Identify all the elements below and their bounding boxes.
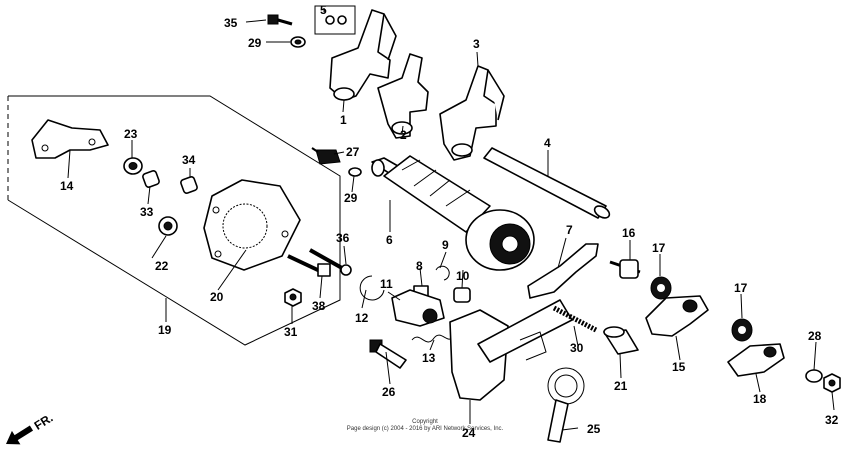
callout-16: 16 <box>622 226 636 240</box>
leader-lines <box>67 8 835 431</box>
washer-29 <box>348 167 362 177</box>
callout-25: 25 <box>587 422 601 436</box>
washer-28 <box>805 369 823 383</box>
front-arrow-icon <box>6 425 34 445</box>
bolt-36 <box>309 248 352 276</box>
spindle-24 <box>449 299 573 401</box>
front-arrow-label: FR. <box>32 411 56 433</box>
plate-20 <box>203 179 301 271</box>
callout-31: 30 <box>570 341 584 355</box>
collar-21 <box>603 326 639 355</box>
nut-33 <box>823 373 841 393</box>
arm-18 <box>727 343 785 377</box>
callout-33: 32 <box>825 413 839 427</box>
copyright-line1: Copyright <box>412 419 438 425</box>
nut-32 <box>284 288 302 307</box>
fork-shaft-4 <box>483 147 611 219</box>
pin-34a <box>142 170 160 188</box>
callout-17a: 17 <box>652 241 666 255</box>
bolt-16 <box>609 259 641 279</box>
callout-32: 31 <box>284 325 298 339</box>
washer-30 <box>290 36 306 48</box>
pin-34b <box>180 176 198 194</box>
bolt-35 <box>267 14 293 26</box>
callout-5: 5 <box>320 3 327 17</box>
callout-26: 26 <box>382 385 396 399</box>
circlip-12 <box>359 275 385 301</box>
callout-34a: 33 <box>140 205 154 219</box>
collar-10 <box>453 287 471 303</box>
callout-12: 12 <box>355 311 369 325</box>
bolt-38 <box>287 254 331 277</box>
shift-drum-6 <box>371 155 535 271</box>
callout-21: 21 <box>614 379 628 393</box>
stud-31 <box>552 305 598 333</box>
bracket-14 <box>31 119 109 159</box>
bushing-22 <box>158 216 178 236</box>
callout-29: 29 <box>344 191 358 205</box>
callout-labels: 35 29 5 1 2 3 4 6 7 8 9 10 11 12 13 14 1… <box>60 3 839 440</box>
callout-14: 14 <box>60 179 74 193</box>
arm-11 <box>391 289 445 327</box>
shift-fork-2 <box>377 53 429 139</box>
callout-28: 28 <box>808 329 822 343</box>
callout-38: 38 <box>312 299 326 313</box>
callout-15: 15 <box>672 360 686 374</box>
callout-22: 22 <box>155 259 169 273</box>
callout-27: 27 <box>346 145 360 159</box>
bearing-17b <box>731 318 753 342</box>
bearing-17a <box>650 276 672 300</box>
callout-6: 6 <box>386 233 393 247</box>
callout-4: 4 <box>544 136 551 150</box>
group-19-outline <box>7 95 341 346</box>
arm-15 <box>645 295 709 337</box>
callout-2: 2 <box>400 128 407 142</box>
callout-24: 24 <box>462 426 476 440</box>
callout-20: 20 <box>210 290 224 304</box>
callout-7: 7 <box>566 223 573 237</box>
pin-9 <box>435 265 450 281</box>
bolt-26 <box>369 339 407 369</box>
callout-13: 13 <box>422 351 436 365</box>
callout-35: 35 <box>224 16 238 30</box>
callout-36: 36 <box>336 231 350 245</box>
callout-18: 18 <box>753 392 767 406</box>
plate-7 <box>527 243 599 299</box>
callout-23: 23 <box>124 127 138 141</box>
front-arrow: FR. <box>6 411 56 445</box>
clip-5-box <box>314 5 356 35</box>
copyright: Copyright Page design (c) 2004 - 2016 by… <box>347 419 504 432</box>
callout-17b: 17 <box>734 281 748 295</box>
callout-30: 29 <box>248 36 262 50</box>
callout-3: 3 <box>473 37 480 51</box>
bushing-23 <box>123 157 143 175</box>
callout-8: 8 <box>416 259 423 273</box>
spring-13 <box>411 333 457 343</box>
shift-fork-3 <box>439 65 505 161</box>
callout-11: 11 <box>380 277 393 291</box>
callout-1: 1 <box>340 113 347 127</box>
spring-25 <box>547 367 585 443</box>
callout-19: 19 <box>158 323 172 337</box>
callout-9: 9 <box>442 238 449 252</box>
callout-10: 10 <box>456 269 470 283</box>
copyright-line2: Page design (c) 2004 - 2016 by ARI Netwo… <box>347 426 504 432</box>
callout-34b: 34 <box>182 153 196 167</box>
